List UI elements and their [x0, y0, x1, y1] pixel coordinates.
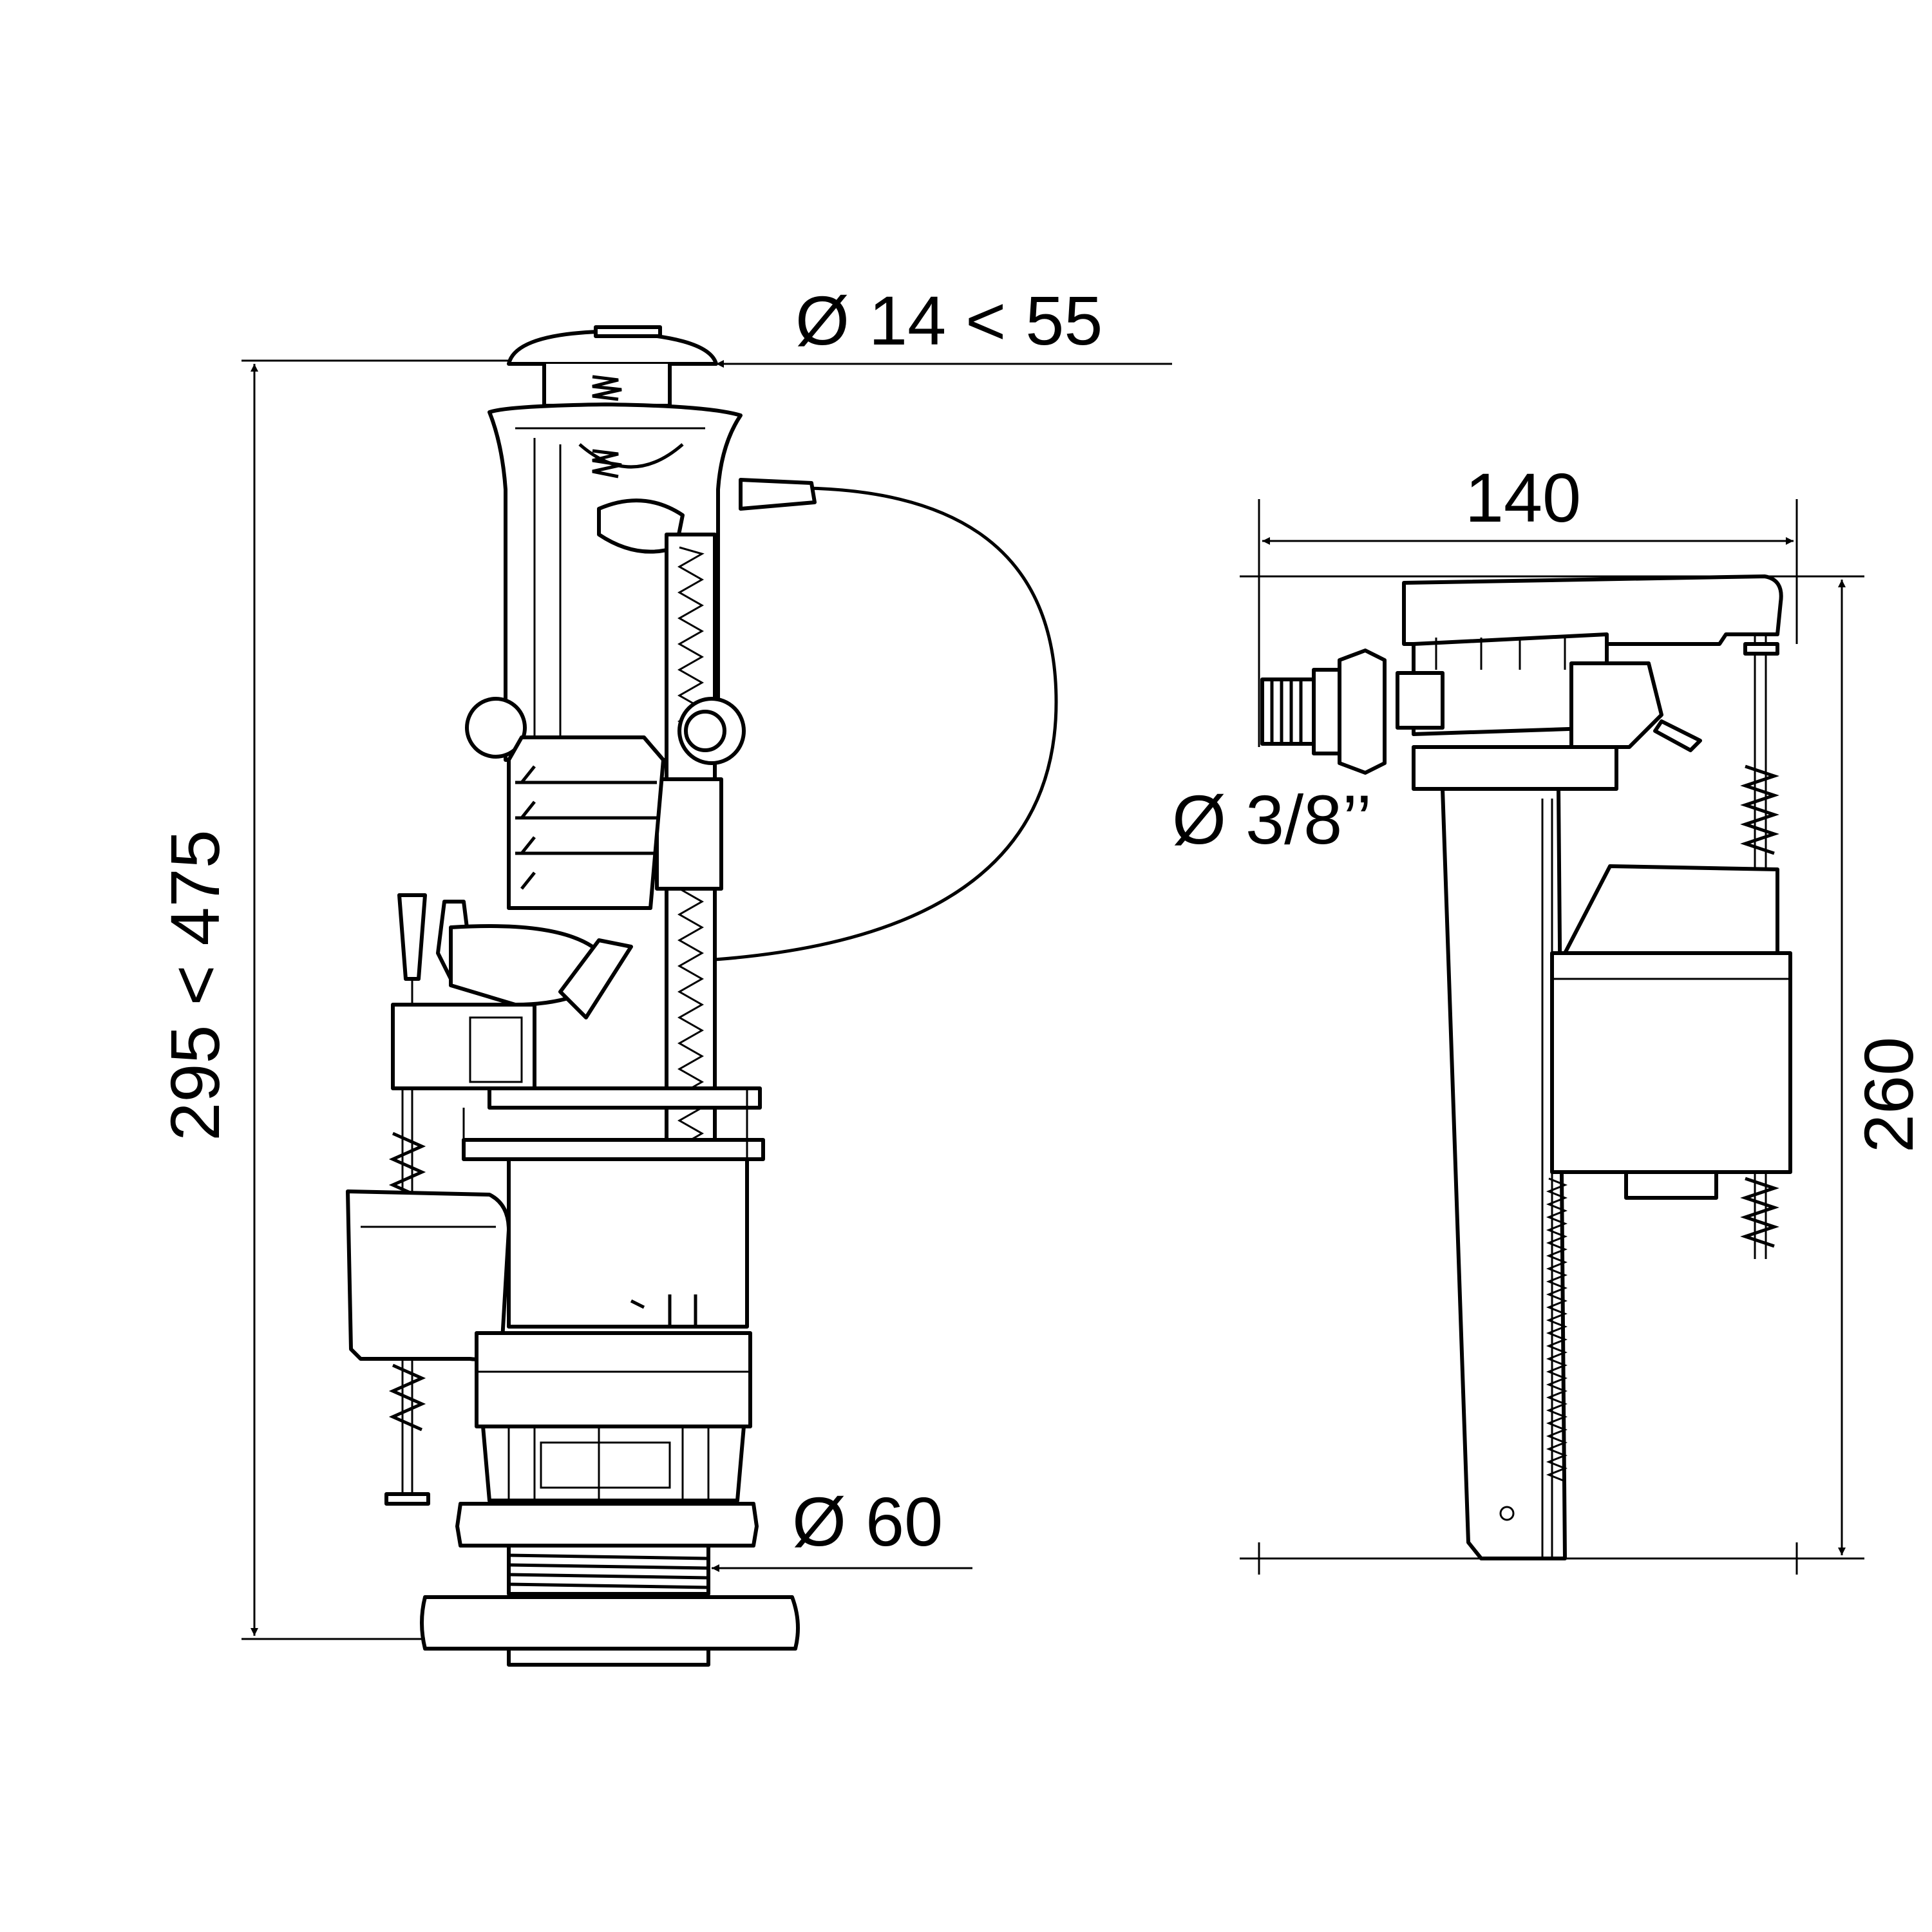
cage-legs — [481, 1425, 746, 1502]
fill-float — [1550, 864, 1792, 1200]
actuation-cable — [714, 486, 1058, 961]
locking-nut — [455, 1502, 759, 1548]
ribbed-section — [507, 735, 665, 910]
seal-washer — [420, 1595, 800, 1651]
flush-valve — [346, 325, 1058, 1667]
water-inlet — [1260, 649, 1387, 775]
valve-shank — [1441, 787, 1568, 1560]
side-knob — [465, 697, 527, 759]
inlet-diameter-label: Ø 3/8’’ — [1172, 781, 1372, 858]
flush-height-label: 295 < 475 — [156, 829, 234, 1141]
lower-body — [475, 1157, 752, 1428]
fill-width-label: 140 — [1465, 459, 1581, 536]
dimension-lines — [242, 359, 1864, 1640]
cable-connector — [739, 478, 817, 511]
threaded-outlet — [507, 1544, 710, 1596]
button-diameter-label: Ø 14 < 55 — [795, 281, 1103, 359]
fill-valve — [1260, 574, 1792, 1560]
outlet-bottom — [507, 1647, 710, 1667]
fill-height-label: 260 — [1850, 1037, 1927, 1153]
push-button — [507, 325, 718, 408]
trigger-mechanism — [391, 893, 633, 1090]
valve-head — [1396, 632, 1702, 791]
outlet-diameter-label: Ø 60 — [792, 1482, 943, 1560]
